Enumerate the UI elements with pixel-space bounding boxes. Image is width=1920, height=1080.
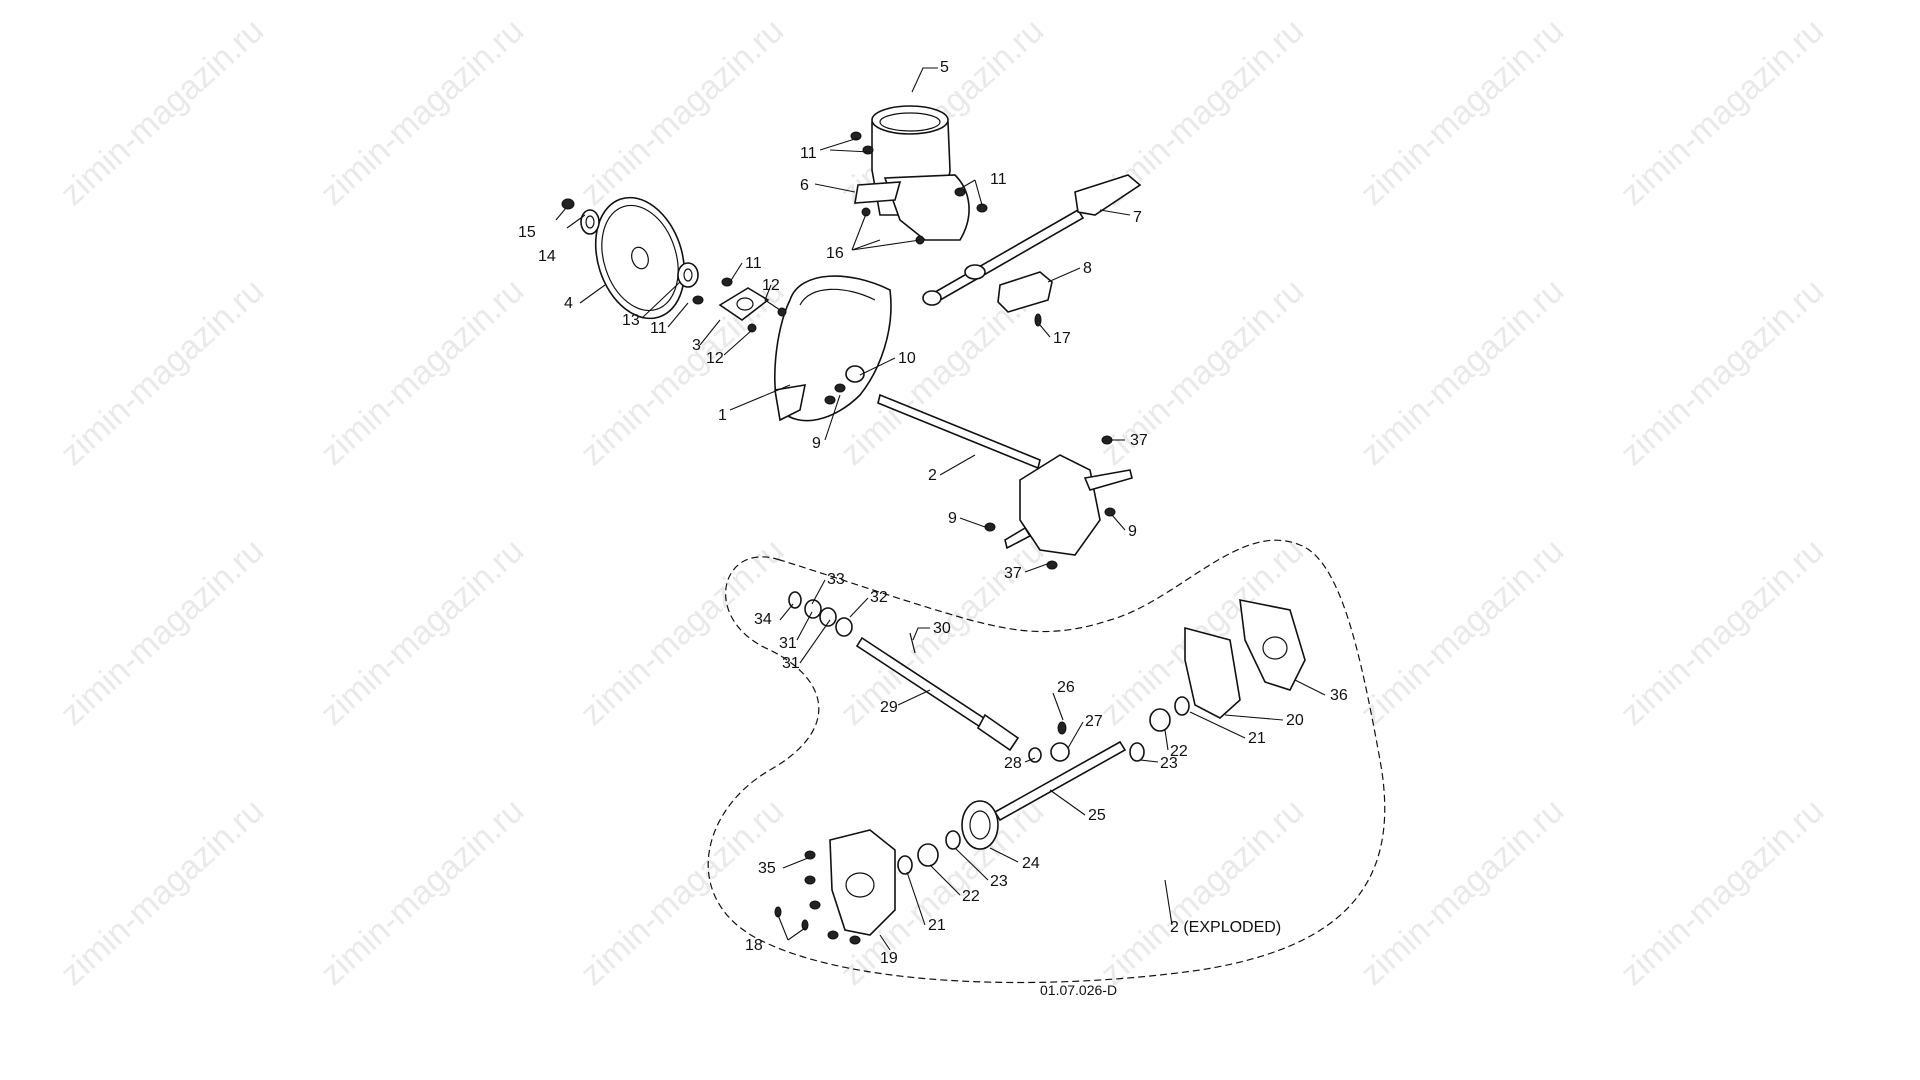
watermark-text: zimin-magazin.ru: [313, 271, 531, 472]
callout-21-upper: 21: [1248, 730, 1266, 747]
callout-22-upper: 22: [1170, 743, 1188, 760]
callout-33: 33: [827, 571, 845, 588]
watermark-text: zimin-magazin.ru: [1613, 271, 1831, 472]
callout-28: 28: [1004, 755, 1022, 772]
bearing-13: [677, 262, 699, 288]
callout-27: 27: [1085, 713, 1103, 730]
callout-29: 29: [880, 699, 898, 716]
watermark-text: zimin-magazin.ru: [53, 271, 271, 472]
callout-20: 20: [1286, 712, 1304, 729]
callout-6: 6: [800, 177, 809, 194]
callout-21-lower: 21: [928, 917, 946, 934]
callout-37-top: 37: [1130, 432, 1148, 449]
callout-17: 17: [1053, 330, 1071, 347]
exploded-label: 2 (EXPLODED): [1170, 919, 1281, 936]
callout-4: 4: [564, 295, 573, 312]
callout-30: 30: [933, 620, 951, 637]
callout-14: 14: [538, 248, 556, 265]
watermark-text: zimin-magazin.ru: [53, 531, 271, 732]
callout-37-bottom: 37: [1004, 565, 1022, 582]
callout-9-left: 9: [948, 510, 957, 527]
auger-shaft: [877, 393, 1133, 556]
callout-11-chute: 11: [800, 145, 817, 162]
impeller-housing: [774, 275, 892, 422]
nut-15: [561, 198, 575, 210]
callout-9-right: 9: [1128, 523, 1137, 540]
callout-12-bottom: 12: [706, 350, 724, 367]
watermark-text: zimin-magazin.ru: [1353, 271, 1571, 472]
callout-22-lower: 22: [962, 888, 980, 905]
callout-32: 32: [870, 589, 888, 606]
callout-15: 15: [518, 224, 536, 241]
callout-10: 10: [898, 350, 916, 367]
callout-36: 36: [1330, 687, 1348, 704]
watermark-text: zimin-magazin.ru: [1613, 531, 1831, 732]
exploded-gearbox-parts: [774, 591, 1306, 945]
callout-24: 24: [1022, 855, 1040, 872]
pulley: [594, 196, 686, 320]
watermark-text: zimin-magazin.ru: [573, 11, 791, 212]
watermark-text: zimin-magazin.ru: [313, 531, 531, 732]
callout-9-housing: 9: [812, 435, 821, 452]
callout-19: 19: [880, 950, 898, 967]
callout-3: 3: [692, 337, 701, 354]
bearing-14: [580, 209, 600, 235]
watermark-text: zimin-magazin.ru: [1093, 271, 1311, 472]
watermark-text: zimin-magazin.ru: [573, 531, 791, 732]
crank-bracket: [997, 271, 1053, 313]
leader-lines: [555, 67, 1326, 951]
flange-plate: [718, 287, 770, 321]
watermark-text: zimin-magazin.ru: [53, 791, 271, 992]
callout-11-bearing: 11: [650, 320, 667, 337]
callout-1: 1: [718, 407, 727, 424]
callout-31-b: 31: [782, 655, 800, 672]
watermark-text: zimin-magazin.ru: [1353, 11, 1571, 212]
watermark-text: zimin-magazin.ru: [313, 791, 531, 992]
callout-23-upper: 23: [1160, 755, 1178, 772]
callout-2: 2: [928, 467, 937, 484]
callout-labels: 5 11 6 11 7 8 16 15 14 4 13 11 11 12 3 1…: [518, 59, 1348, 998]
watermark-text: zimin-magazin.ru: [1353, 791, 1571, 992]
callout-11-right: 11: [990, 171, 1007, 188]
discharge-chute: [854, 105, 970, 241]
watermark-text: zimin-magazin.ru: [1613, 11, 1831, 212]
watermark-text: zimin-magazin.ru: [1093, 791, 1311, 992]
watermark-text: zimin-magazin.ru: [1613, 791, 1831, 992]
callout-18: 18: [745, 937, 763, 954]
callout-5: 5: [940, 59, 949, 76]
diagram-code: 01.07.026-D: [1040, 982, 1117, 998]
callout-7: 7: [1133, 209, 1142, 226]
callout-34: 34: [754, 611, 772, 628]
exploded-view-outline: [707, 539, 1386, 984]
crank-rod: [922, 174, 1142, 306]
watermark-text: zimin-magazin.ru: [1353, 531, 1571, 732]
watermark-text: zimin-magazin.ru: [53, 11, 271, 212]
callout-16: 16: [826, 245, 844, 262]
callout-25: 25: [1088, 807, 1106, 824]
callout-13: 13: [622, 312, 640, 329]
callout-26: 26: [1057, 679, 1075, 696]
callout-35: 35: [758, 860, 776, 877]
callout-12-top: 12: [762, 277, 780, 294]
callout-11-plate: 11: [745, 255, 762, 272]
watermark-text: zimin-magazin.ru: [313, 11, 531, 212]
callout-31-a: 31: [779, 635, 797, 652]
fasteners-upper: [692, 131, 1116, 570]
watermark-text: zimin-magazin.ru: [573, 791, 791, 992]
callout-23-lower: 23: [990, 873, 1008, 890]
callout-8: 8: [1083, 260, 1092, 277]
